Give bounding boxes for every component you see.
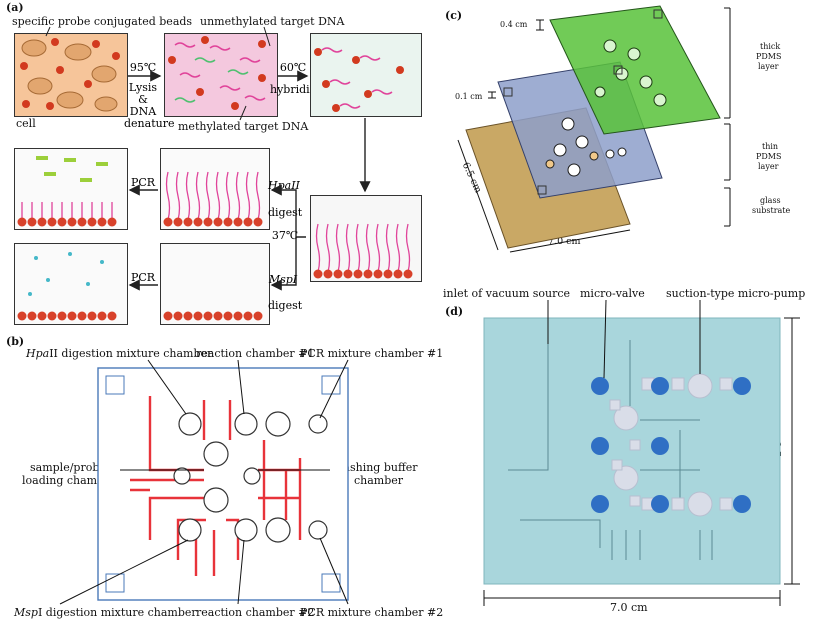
step1-temp: 95℃	[129, 61, 157, 74]
step1-denature: denature	[124, 117, 175, 130]
msp-chamber-rest: digestion mixture chamber	[42, 606, 197, 619]
step1-and: &	[138, 93, 148, 106]
panel-d-label: (d)	[445, 305, 464, 318]
hpa-chamber-rest: digestion mixture chamber	[57, 347, 213, 360]
hpa-chamber-roman: II	[49, 347, 58, 360]
msp-chamber-label: MspI digestion mixture chamber	[14, 607, 197, 619]
reaction1-label: reaction chamber #1	[196, 347, 315, 360]
step1-dna: DNA	[129, 105, 157, 118]
thick-2: PDMS	[756, 52, 782, 61]
bead-rows	[17, 156, 413, 321]
step3-temp: 37℃	[271, 229, 299, 242]
msp-chamber-roman: I	[37, 606, 43, 619]
glass-1: glass	[760, 196, 781, 205]
hpa-chamber-enzyme: Hpa	[26, 347, 50, 360]
panel-b-label: (b)	[6, 335, 25, 348]
hpa-digest: digest	[268, 206, 303, 219]
washing-label-2: chamber	[354, 474, 404, 487]
pcr2-label: PCR mixture chamber #2	[300, 606, 444, 619]
panel-a-label: (a)	[6, 1, 24, 14]
denatured-box	[164, 33, 278, 117]
width-dim-d: 7.0 cm	[610, 601, 648, 614]
msp-digest-box	[160, 243, 270, 325]
beads-label: specific probe conjugated beads	[12, 15, 193, 28]
width-dim-c: 7.0 cm	[548, 236, 581, 247]
pump-label: suction-type micro-pump	[666, 287, 806, 300]
inlet-label: inlet of vacuum source	[443, 287, 571, 300]
thick-dim: 0.4 cm	[500, 20, 528, 29]
hybridized-box	[310, 33, 422, 117]
msp-chamber-enzyme: Msp	[14, 606, 38, 619]
thick-1: thick	[760, 42, 781, 51]
cell-label: cell	[16, 117, 36, 130]
thick-3: layer	[758, 62, 779, 71]
sample-label-2: loading chamber	[22, 474, 116, 487]
msp-digest: digest	[268, 299, 303, 312]
cells-group	[20, 38, 120, 112]
thin-1: thin	[762, 142, 779, 151]
thin-dim: 0.1 cm	[455, 92, 483, 101]
pcr1-label: PCR mixture chamber #1	[300, 347, 444, 360]
panel-c-label: (c)	[445, 9, 463, 22]
valve-label: micro-valve	[580, 287, 645, 300]
msp-pcr-box	[14, 243, 128, 325]
thin-2: PDMS	[756, 152, 782, 161]
methylated-label: methylated target DNA	[178, 120, 309, 133]
reaction2-label: reaction chamber #2	[196, 606, 315, 619]
glass-2: substrate	[752, 206, 791, 215]
thin-3: layer	[758, 162, 779, 171]
step1-lysis: Lysis	[128, 81, 158, 94]
washing-label-1: washing buffer	[334, 461, 418, 474]
unmethylated-label: unmethylated target DNA	[200, 15, 345, 28]
hpa-chamber-label: HpaII digestion mixture chamber	[26, 348, 212, 360]
sample-label-1: sample/probe	[30, 461, 106, 474]
